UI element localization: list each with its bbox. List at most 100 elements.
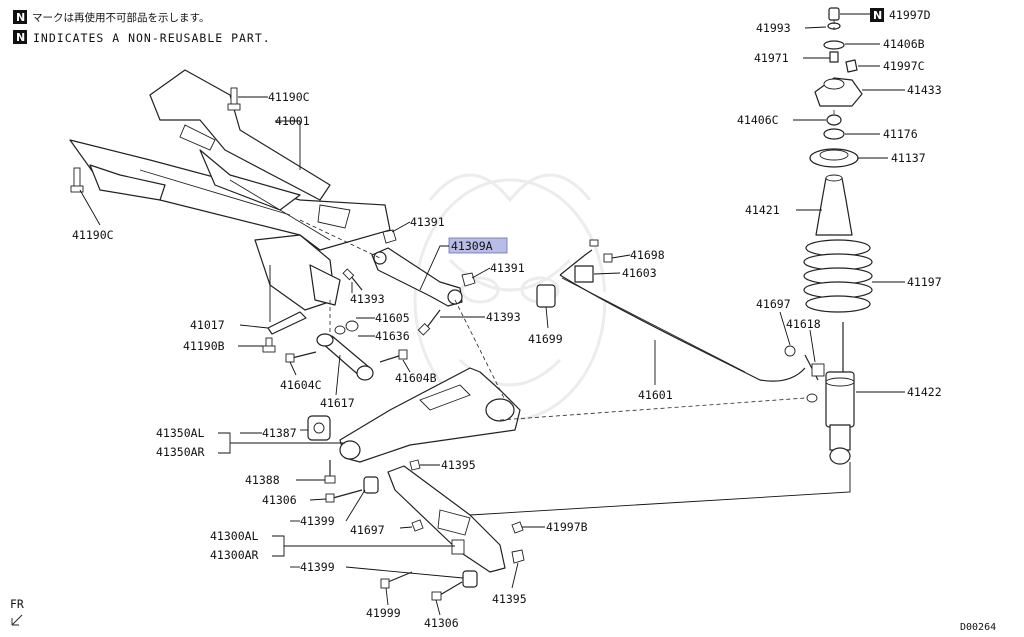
drawing-code: D00264 — [960, 622, 996, 633]
bolt-41604B — [379, 349, 408, 363]
washer-41406B — [823, 40, 845, 50]
bolt-41393-lower — [417, 309, 441, 336]
callout-41399-lower[interactable]: 41399 — [300, 560, 335, 574]
bump-stop-41421 — [815, 177, 853, 236]
callout-41306-upper[interactable]: 41306 — [262, 493, 297, 507]
callout-41697-upper[interactable]: 41697 — [756, 297, 791, 311]
knuckle-41350 — [339, 367, 521, 463]
callout-41636[interactable]: 41636 — [375, 329, 410, 343]
bushing-41406C — [826, 114, 842, 126]
callout-41422[interactable]: 41422 — [907, 385, 942, 399]
callout-41309A[interactable]: 41309A — [451, 239, 493, 253]
callout-41618[interactable]: 41618 — [786, 317, 821, 331]
callout-41601[interactable]: 41601 — [638, 388, 673, 402]
coil-spring-41197 — [803, 239, 873, 313]
callout-41997D[interactable]: 41997D — [889, 8, 931, 22]
legend: N マークは再使用不可部品を示します。 N INDICATES A NON-RE… — [13, 10, 271, 45]
callout-41391-upper[interactable]: 41391 — [410, 215, 445, 229]
bolt-41604C — [285, 351, 317, 363]
callout-41406B[interactable]: 41406B — [883, 37, 925, 51]
callout-41391-lower[interactable]: 41391 — [490, 261, 525, 275]
link-41618 — [784, 345, 825, 403]
crossmember-41001 — [69, 69, 391, 311]
non-reusable-badge-text: N — [16, 11, 25, 24]
callout-41393-left[interactable]: 41393 — [350, 292, 385, 306]
bushing-41387 — [307, 415, 331, 441]
callout-41997C[interactable]: 41997C — [883, 59, 925, 73]
lower-arm-41300 — [387, 465, 506, 573]
nut-41997C — [845, 59, 858, 73]
callout-41997B[interactable]: 41997B — [546, 520, 588, 534]
callout-41387[interactable]: 41387 — [262, 426, 297, 440]
bolt-41388 — [324, 460, 336, 484]
non-reusable-badge-text: N — [16, 31, 25, 44]
bolt-41190C-top — [227, 87, 241, 111]
non-reusable-badge: N — [873, 9, 882, 22]
assembly-lines — [299, 20, 851, 516]
callout-41137[interactable]: 41137 — [891, 151, 926, 165]
callout-41350AL[interactable]: 41350AL — [156, 426, 205, 440]
callout-41393-right[interactable]: 41393 — [486, 310, 521, 324]
callout-41971[interactable]: 41971 — [754, 51, 789, 65]
callout-41603[interactable]: 41603 — [622, 266, 657, 280]
callout-41388[interactable]: 41388 — [245, 473, 280, 487]
callout-41190B[interactable]: 41190B — [183, 339, 225, 353]
bracket-41017 — [267, 311, 307, 335]
callout-41993[interactable]: 41993 — [756, 21, 791, 35]
callout-41421[interactable]: 41421 — [745, 203, 780, 217]
bushing-41399-upper — [363, 476, 379, 494]
bolt-41698 — [589, 239, 613, 263]
front-direction-label: FR — [10, 597, 24, 611]
stabilizer-bar-41601 — [559, 249, 806, 382]
callout-41395-lower[interactable]: 41395 — [492, 592, 527, 606]
callout-41399-upper[interactable]: 41399 — [300, 514, 335, 528]
callout-41617[interactable]: 41617 — [320, 396, 355, 410]
bolt-41190C-left — [70, 167, 84, 193]
front-direction-indicator: FR — [10, 597, 24, 626]
callout-41604B[interactable]: 41604B — [395, 371, 437, 385]
callout-41190C-left[interactable]: 41190C — [72, 228, 114, 242]
callout-41698[interactable]: 41698 — [630, 248, 665, 262]
callout-41605[interactable]: 41605 — [375, 311, 410, 325]
washer-41176 — [823, 128, 845, 140]
callout-41300AL[interactable]: 41300AL — [210, 529, 259, 543]
callout-41999[interactable]: 41999 — [366, 606, 401, 620]
callout-41697-lower[interactable]: 41697 — [350, 523, 385, 537]
callout-41306-lower[interactable]: 41306 — [424, 616, 459, 630]
callout-41406C[interactable]: 41406C — [737, 113, 779, 127]
callout-41395-upper[interactable]: 41395 — [441, 458, 476, 472]
callout-41604C[interactable]: 41604C — [280, 378, 322, 392]
callout-41176[interactable]: 41176 — [883, 127, 918, 141]
highlighted-part-box — [448, 237, 508, 254]
shock-absorber-41422 — [825, 322, 855, 465]
callout-41197[interactable]: 41197 — [907, 275, 942, 289]
callout-41433[interactable]: 41433 — [907, 83, 942, 97]
collar-41971 — [829, 51, 839, 63]
callout-41300AR[interactable]: 41300AR — [210, 548, 259, 562]
bracket-41603 — [574, 265, 594, 283]
non-reusable-badge — [13, 10, 27, 24]
legend-note-english: INDICATES A NON-REUSABLE PART. — [33, 31, 271, 45]
callout-41699[interactable]: 41699 — [528, 332, 563, 346]
nut-41997D — [828, 7, 840, 21]
bolt-41393 — [342, 268, 363, 291]
callout-41350AR[interactable]: 41350AR — [156, 445, 205, 459]
toe-link-41617 — [316, 333, 374, 381]
bolt-41306-lower — [431, 581, 463, 601]
strut-assembly — [803, 7, 873, 465]
bolt-41999 — [380, 571, 413, 589]
callout-41001[interactable]: 41001 — [275, 114, 310, 128]
nuts-41395 — [409, 459, 525, 564]
legend-note-japanese: マークは再使用不可部品を示します。 — [32, 11, 209, 24]
callout-41017[interactable]: 41017 — [190, 318, 225, 332]
nut-41697-lower — [411, 519, 424, 532]
bushing-41399-lower — [462, 570, 478, 588]
bolt-41190B — [262, 337, 276, 353]
washers-41605-41636 — [334, 320, 359, 335]
non-reusable-badge — [13, 30, 27, 44]
callout-41190C-top[interactable]: 41190C — [268, 90, 310, 104]
bushing-41699 — [536, 284, 556, 308]
bolt-41306-upper — [325, 489, 363, 503]
